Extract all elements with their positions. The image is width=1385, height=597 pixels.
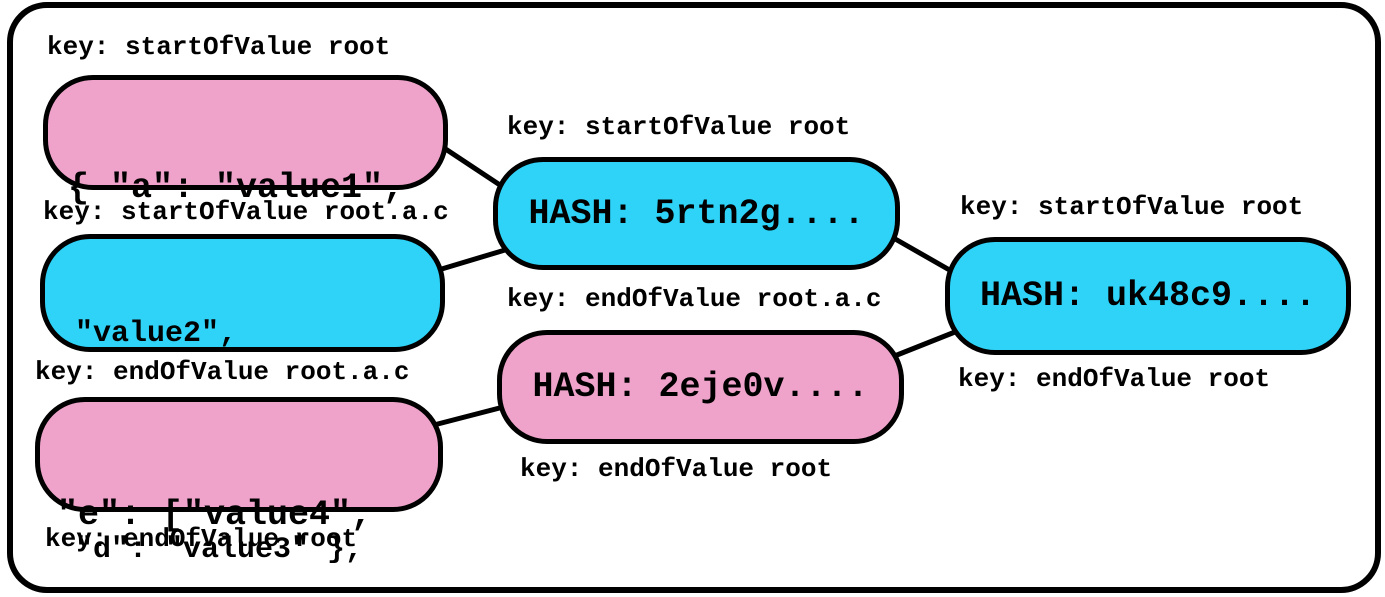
diagram-frame	[7, 2, 1381, 593]
label-chunk3-below: key: endOfValue root	[45, 524, 358, 554]
label-hash3-below: key: endOfValue root	[958, 364, 1271, 394]
label-chunk1-above: key: startOfValue root	[47, 32, 391, 62]
hash-node-1: HASH: 5rtn2g....	[493, 157, 900, 270]
hash2-text: HASH: 2eje0v....	[532, 367, 869, 407]
label-chunk2-below: key: endOfValue root.a.c	[35, 357, 410, 387]
chunk3-line-1: "e": ["value4",	[57, 495, 373, 535]
json-chunk-node-3: "e": ["value4", "value5"]}	[35, 397, 443, 535]
chunk2-line-3: "d": "value3" },	[75, 533, 364, 567]
edge-chunk2-hash1	[432, 244, 518, 274]
chunk1-line-1: { "a": "value1",	[68, 168, 405, 208]
label-hash3-above: key: startOfValue root	[960, 192, 1304, 222]
json-chunk-node-2: "value2", "c2": "JSON is fun", "d": "val…	[40, 234, 445, 567]
chunk2-line-1: "value2",	[75, 317, 238, 351]
label-hash2-below: key: endOfValue root	[520, 454, 833, 484]
hash1-text: HASH: 5rtn2g....	[528, 193, 865, 234]
label-hash1-below: key: endOfValue root.a.c	[507, 284, 882, 314]
label-hash1-above: key: startOfValue root	[507, 112, 851, 142]
edge-hash2-hash3	[889, 327, 963, 360]
hash3-text: HASH: uk48c9....	[979, 276, 1317, 316]
hash-node-3: HASH: uk48c9....	[945, 237, 1351, 355]
hash-node-2: HASH: 2eje0v....	[497, 330, 904, 444]
json-chunk-node-1: { "a": "value1", "b": { "c":	[43, 75, 448, 325]
label-chunk1-below: key: startOfValue root.a.c	[43, 197, 449, 227]
